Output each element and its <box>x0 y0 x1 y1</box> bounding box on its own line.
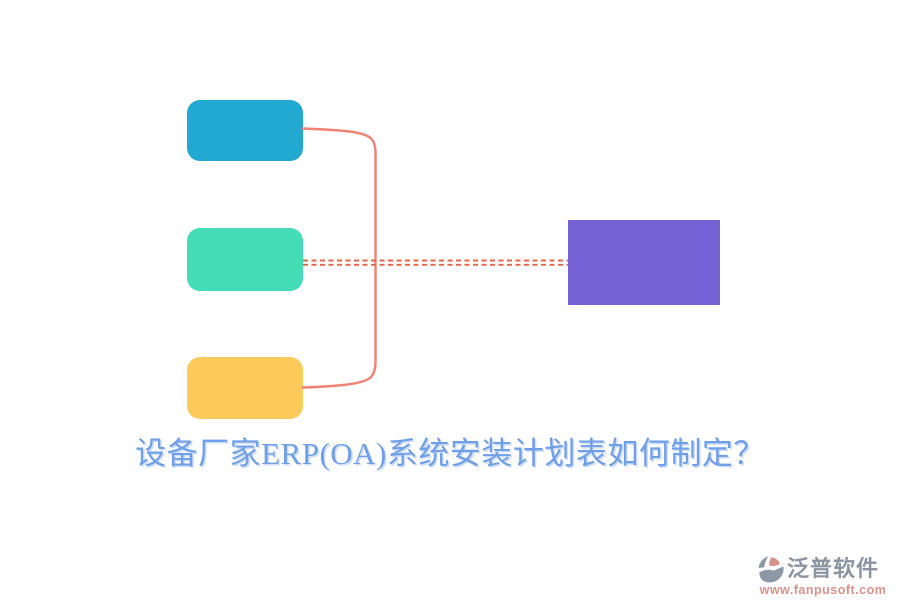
brand-url: www.fanpusoft.com <box>759 583 887 597</box>
logo-leaf-accent <box>769 557 780 567</box>
brand-watermark: 泛普软件 www.fanpusoft.com <box>758 555 888 597</box>
diagram-node-step-2 <box>187 228 303 291</box>
logo-swoosh-lower <box>759 566 784 583</box>
diagram-node-step-1 <box>187 100 303 161</box>
brand-name: 泛普软件 <box>787 556 880 581</box>
diagram-node-result <box>568 220 720 305</box>
bracket-connector <box>301 127 377 389</box>
logo-arc-upper-left <box>758 556 769 568</box>
page-title: 设备厂家ERP(OA)系统安装计划表如何制定？ <box>135 436 765 471</box>
diagram-node-step-3 <box>187 357 303 419</box>
fanpu-logo-icon <box>758 556 784 583</box>
